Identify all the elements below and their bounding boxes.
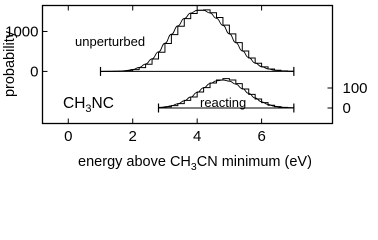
unperturbed-label: unperturbed [75, 34, 145, 49]
species-label-subscript: 3 [85, 103, 91, 115]
x-axis-label-suffix: CN minimum (eV) [197, 154, 312, 170]
plot-frame [41, 4, 334, 125]
x-tick-label: 0 [64, 128, 72, 145]
panel-unperturbed: 0 1000 unperturbed [5, 9, 295, 80]
reacting-ytick-label: 0 [343, 100, 351, 117]
y-axis-label: probability [2, 30, 18, 97]
x-tick-label: 2 [129, 128, 137, 145]
species-label: CH3NC [63, 95, 114, 115]
panel-reacting: 0 100 reacting [157, 78, 368, 117]
species-label-suffix: NC [92, 95, 114, 112]
reacting-fit-curve [158, 79, 294, 109]
x-tick-label: 4 [193, 128, 201, 145]
x-axis-label-prefix: energy above CH [78, 154, 191, 170]
reacting-label: reacting [200, 95, 246, 110]
reacting-ytick-label: 100 [343, 80, 368, 97]
x-axis-label-subscript: 3 [191, 161, 197, 173]
x-axis-label: energy above CH3CN minimum (eV) [78, 154, 312, 173]
unperturbed-ytick-label: 1000 [5, 23, 38, 40]
unperturbed-ytick-label: 0 [30, 63, 38, 80]
species-label-prefix: CH [63, 95, 85, 112]
x-tick-label: 6 [257, 128, 265, 145]
